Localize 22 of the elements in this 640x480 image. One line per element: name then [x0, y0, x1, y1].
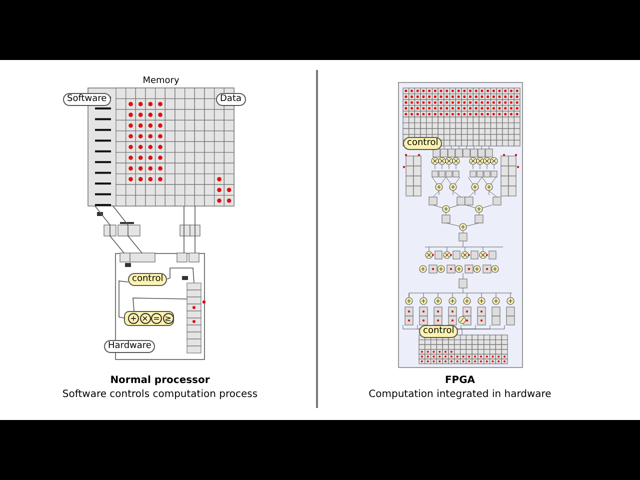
connector-line — [112, 206, 142, 254]
control-unit: control — [128, 273, 168, 286]
connector-line — [118, 280, 128, 318]
caption-heading: Normal processor — [109, 375, 211, 386]
caption-text: Software controls computation process — [61, 389, 259, 400]
connector-line — [166, 268, 194, 284]
operator-symbol: = — [151, 313, 162, 324]
connector-line — [132, 298, 188, 312]
connector-line — [94, 206, 124, 254]
alu-unit — [124, 311, 174, 326]
control-unit: control — [419, 325, 458, 338]
label-bubble: Data — [216, 93, 246, 106]
label-bubble: Hardware — [104, 340, 156, 353]
connector-line — [194, 206, 196, 254]
operator-symbol: ≥ — [162, 313, 174, 324]
operator-symbol: × — [140, 313, 150, 324]
label-bubble: Software — [63, 93, 111, 106]
control-unit: control — [403, 137, 442, 150]
memory-heading: Memory — [142, 76, 180, 87]
caption-heading: FPGA — [444, 375, 476, 386]
caption-text: Computation integrated in hardware — [368, 389, 552, 400]
operator-symbol: + — [128, 313, 139, 324]
